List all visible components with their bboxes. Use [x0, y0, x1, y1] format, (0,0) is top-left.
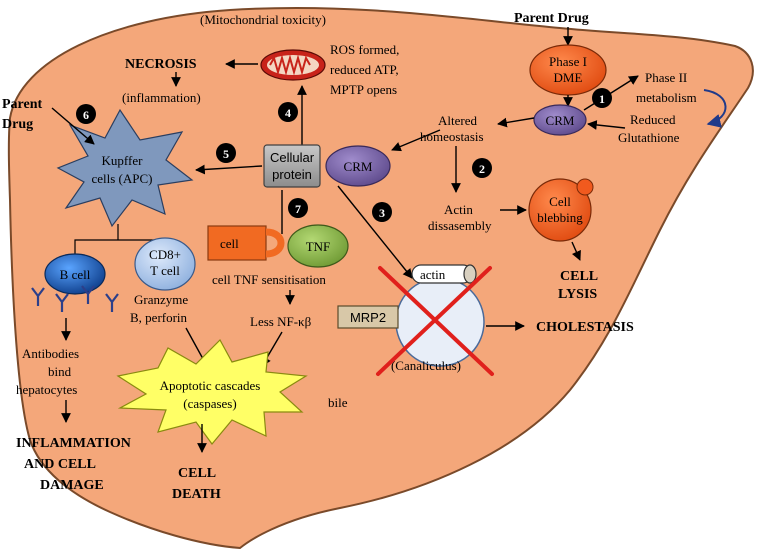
tnf-sensitisation-label: cell TNF sensitisation: [212, 272, 326, 287]
ros-label-3: MPTP opens: [330, 82, 397, 97]
blebbing-label-2: blebbing: [537, 210, 583, 225]
cell-receptor-node: cell: [207, 225, 285, 261]
altered-label-2: homeostasis: [420, 129, 484, 144]
granzyme-label-2: B, perforin: [130, 310, 188, 325]
badge-1-text: 1: [599, 92, 605, 106]
ros-label-1: ROS formed,: [330, 42, 399, 57]
mrp2-node: MRP2: [337, 305, 399, 329]
badge-7: [288, 198, 308, 218]
crm-top-node: CRM: [533, 104, 587, 136]
reduced-label-1: Reduced: [630, 112, 676, 127]
b-cell-label: B cell: [60, 267, 91, 282]
cellular-label-1: Cellular: [270, 150, 315, 165]
inflam-damage-label-3: DAMAGE: [40, 478, 104, 493]
inflam-damage-label-2: AND CELL: [24, 457, 96, 472]
badge-1: [592, 88, 612, 108]
badge-5: [216, 143, 236, 163]
blebbing-to-lysis-arrow: [571, 241, 581, 261]
antibodies-label-1: Antibodies: [22, 346, 79, 361]
antibodies-label-2: bind: [48, 364, 72, 379]
parent-drug-left-label-1: Parent: [2, 97, 43, 112]
cellular-protein-node: Cellular protein: [263, 144, 321, 188]
mitochondrion-icon: [260, 49, 326, 81]
bile-label: bile: [328, 395, 348, 410]
inflammation-label: (inflammation): [122, 90, 201, 105]
actin-label: actin: [420, 267, 446, 282]
crm-to-actin-arrow: [337, 185, 413, 279]
badge-3: [372, 202, 392, 222]
crm-to-phase2-arrow: [583, 75, 639, 111]
cell-death-label-2: DEATH: [172, 487, 221, 502]
cd8-label-2: T cell: [150, 263, 180, 278]
tnf-label: TNF: [306, 239, 331, 254]
cell-lysis-label-2: LYSIS: [558, 287, 597, 302]
cell-box-label: cell: [220, 236, 239, 251]
cellular-to-kupffer-arrow: [195, 164, 263, 175]
antibody-icons: [31, 285, 119, 312]
glutathione-to-crm-arrow: [587, 120, 626, 130]
crm-mid-node: CRM: [325, 145, 391, 187]
kupffer-label-2: cells (APC): [91, 171, 152, 186]
parent-drug-top-label: Parent Drug: [514, 11, 589, 26]
crm-to-altered-arrow: [497, 117, 535, 128]
parent-drug-left-label-2: Drug: [2, 117, 33, 132]
apoptotic-label-1: Apoptotic cascades: [160, 378, 261, 393]
cell-death-label-1: CELL: [178, 466, 216, 481]
ros-label-2: reduced ATP,: [330, 62, 399, 77]
reduced-label-2: Glutathione: [618, 130, 680, 145]
canaliculus-label: (Canaliculus): [391, 358, 461, 373]
cell-lysis-label-1: CELL: [560, 269, 598, 284]
cholestasis-label: CHOLESTASIS: [536, 320, 634, 335]
apoptotic-label-2: (caspases): [183, 396, 236, 411]
apoptotic-cascades-node: Apoptotic cascades (caspases): [116, 339, 308, 445]
phase2-to-glutathione-arrow: [703, 89, 727, 128]
badge-5-text: 5: [223, 147, 229, 161]
inflam-damage-label-1: INFLAMMATION: [16, 436, 131, 451]
cellular-label-2: protein: [272, 167, 312, 182]
cell-blebbing-node: Cell blebbing: [528, 178, 594, 242]
badge-6-text: 6: [83, 108, 89, 122]
actin-dis-label-2: dissasembly: [428, 218, 492, 233]
actin-dis-label-1: Actin: [444, 202, 473, 217]
badge-4-text: 4: [285, 106, 291, 120]
badge-4: [278, 102, 298, 122]
badge-2: [472, 158, 492, 178]
altered-to-crm-mid-arrow: [391, 129, 441, 152]
necrosis-label: NECROSIS: [125, 57, 197, 72]
altered-label-1: Altered: [438, 113, 477, 128]
badge-2-text: 2: [479, 162, 485, 176]
block-cross-icon: [376, 266, 494, 376]
blebbing-label-1: Cell: [549, 194, 571, 209]
badge-7-text: 7: [295, 202, 301, 216]
phase1-label-1: Phase I: [549, 54, 587, 69]
actin-filament-node: actin: [411, 264, 477, 284]
mito-toxicity-label: (Mitochondrial toxicity): [200, 12, 326, 27]
phase1-label-2: DME: [554, 70, 583, 85]
less-nfkb-label: Less NF-κβ: [250, 314, 312, 329]
t-cell-node: CD8+ T cell: [134, 237, 196, 291]
badge-3-text: 3: [379, 206, 385, 220]
mrp2-label: MRP2: [350, 310, 386, 325]
granzyme-label-1: Granzyme: [134, 292, 188, 307]
b-cell-node: B cell: [44, 253, 106, 295]
badge-6: [76, 104, 96, 124]
antibodies-label-3: hepatocytes: [16, 382, 77, 397]
cd8-label-1: CD8+: [149, 247, 181, 262]
phase2-label-1: Phase II: [645, 70, 687, 85]
phase2-label-2: metabolism: [636, 90, 697, 105]
tnf-node: TNF: [287, 224, 349, 268]
crm-mid-label: CRM: [344, 159, 373, 174]
crm-top-label: CRM: [546, 113, 575, 128]
phase1-dme-node: Phase I DME: [529, 44, 607, 96]
parent-to-kupffer-arrow: [51, 107, 95, 145]
kupffer-label-1: Kupffer: [102, 153, 144, 168]
